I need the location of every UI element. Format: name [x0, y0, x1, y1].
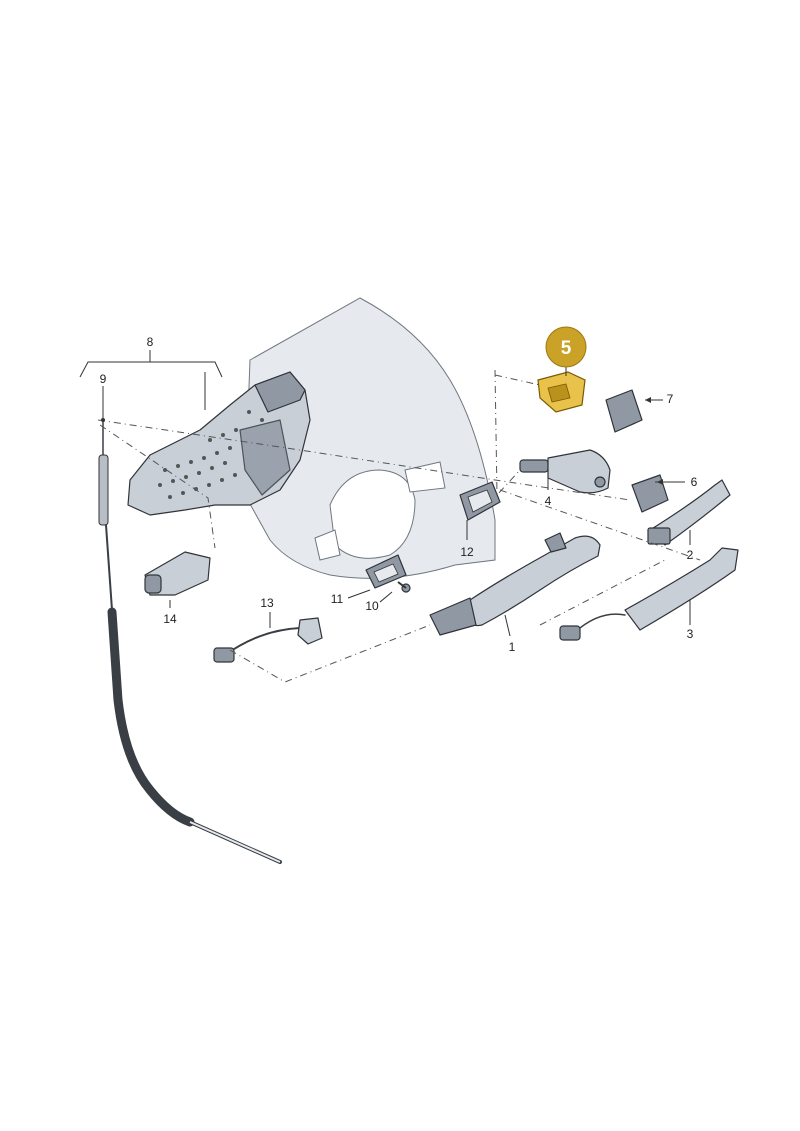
leader-lines [79, 350, 691, 637]
highlighted-bracket [537, 371, 586, 413]
small-gasket [365, 554, 407, 589]
callout-4: 4 [545, 494, 552, 508]
arrow-6-icon [657, 479, 663, 485]
callout-9: 9 [100, 372, 107, 386]
callout-1: 1 [509, 640, 516, 654]
end-cap-7 [605, 389, 643, 433]
callout-10: 10 [365, 599, 379, 613]
arrow-7-icon [645, 397, 651, 403]
handle-with-sensor [559, 547, 739, 641]
latch-clip [144, 551, 211, 596]
callout-2: 2 [687, 548, 694, 562]
sensor-wire-harness [213, 617, 323, 663]
screw [397, 581, 411, 593]
callout-8: 8 [147, 335, 154, 349]
callout-6: 6 [691, 475, 698, 489]
callout-7: 7 [667, 392, 674, 406]
callout-14: 14 [163, 612, 177, 626]
callout-5-badge: 5 [545, 326, 587, 368]
handle-carrier-frame [127, 371, 311, 516]
callout-13: 13 [260, 596, 274, 610]
handle-gasket [459, 481, 501, 521]
callout-12: 12 [460, 545, 474, 559]
door-panel [244, 297, 496, 579]
callout-5: 5 [561, 338, 572, 359]
callout-11: 11 [331, 592, 344, 606]
end-cap-6 [631, 474, 669, 513]
bowden-cable [98, 419, 282, 864]
handle-trim-inner [647, 479, 731, 546]
lock-cylinder [519, 449, 611, 494]
assembly-lines [97, 369, 701, 683]
callout-3: 3 [687, 627, 694, 641]
door-handle [429, 532, 601, 636]
